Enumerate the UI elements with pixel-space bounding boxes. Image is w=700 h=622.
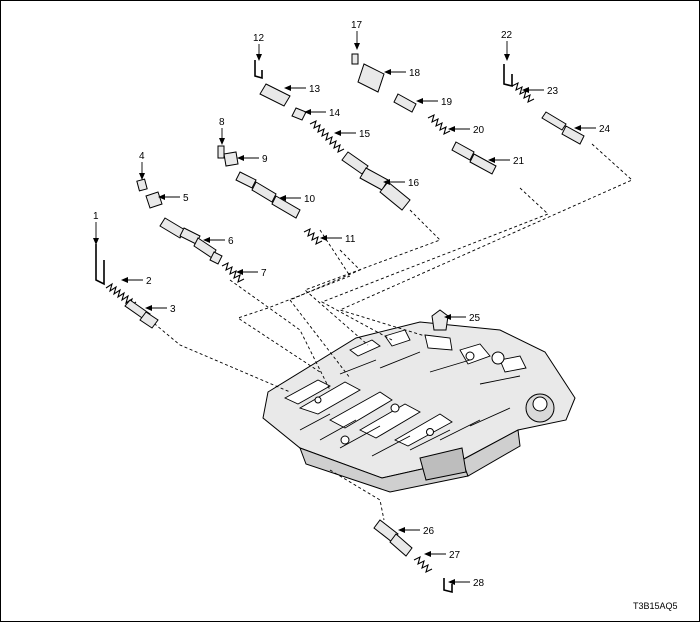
callout-17: 17 (351, 20, 363, 31)
part-8-plug (217, 145, 225, 159)
part-14-plug (291, 107, 307, 121)
part-13-sleeve (259, 83, 291, 107)
part-27-spring (413, 555, 433, 574)
callout-4: 4 (139, 151, 145, 162)
callout-20: 20 (473, 125, 485, 136)
callout-2: 2 (146, 276, 152, 287)
callout-16: 16 (408, 178, 420, 189)
callout-7: 7 (261, 268, 267, 279)
callout-leaders (93, 31, 596, 585)
part-10-valve (235, 171, 301, 219)
callout-6: 6 (228, 236, 234, 247)
part-4-plug (136, 178, 148, 192)
callout-8: 8 (219, 117, 225, 128)
part-5-sleeve (145, 191, 163, 209)
callout-27: 27 (449, 550, 461, 561)
part-19-plug (393, 93, 417, 113)
figure-code: T3B15AQ5 (633, 601, 678, 611)
callout-24: 24 (599, 124, 611, 135)
callout-21: 21 (513, 156, 525, 167)
callout-labels: 1 2 3 4 5 6 7 8 9 10 11 12 13 14 15 16 1… (93, 20, 611, 589)
callout-25: 25 (469, 313, 481, 324)
part-11-spring (303, 227, 323, 246)
part-28-clip (443, 578, 453, 594)
part-7-spring (221, 261, 245, 284)
callout-13: 13 (309, 84, 321, 95)
part-9-sleeve (223, 151, 239, 167)
part-24-valve (541, 111, 585, 145)
callout-28: 28 (473, 578, 485, 589)
part-22-clip (503, 64, 513, 88)
callout-22: 22 (501, 30, 513, 41)
callout-15: 15 (359, 129, 371, 140)
callout-23: 23 (547, 86, 559, 97)
callout-5: 5 (183, 193, 189, 204)
part-20-spring (427, 113, 451, 136)
callout-19: 19 (441, 97, 453, 108)
part-23-spring (511, 81, 535, 104)
callout-26: 26 (423, 526, 435, 537)
part-1-retainer-clip (95, 244, 105, 286)
part-15-spring (309, 119, 345, 154)
callout-11: 11 (345, 234, 356, 245)
assembly-lines (149, 143, 633, 521)
callout-14: 14 (329, 108, 341, 119)
callout-3: 3 (170, 304, 176, 315)
callout-18: 18 (409, 68, 421, 79)
callout-10: 10 (304, 194, 316, 205)
part-18-sleeve (357, 63, 385, 93)
part-21-valve (451, 141, 497, 175)
part-3-valve (124, 299, 159, 329)
part-6-valve (159, 217, 223, 265)
part-2-spring (105, 282, 137, 308)
callout-1: 1 (93, 211, 99, 222)
part-26-valve (373, 519, 413, 557)
callout-9: 9 (262, 154, 268, 165)
callout-12: 12 (253, 33, 265, 44)
part-17-plug (351, 53, 359, 65)
part-16-valve (341, 151, 411, 211)
part-12-clip (254, 60, 263, 80)
valve-body (262, 321, 576, 493)
part-25-plug (431, 309, 449, 331)
